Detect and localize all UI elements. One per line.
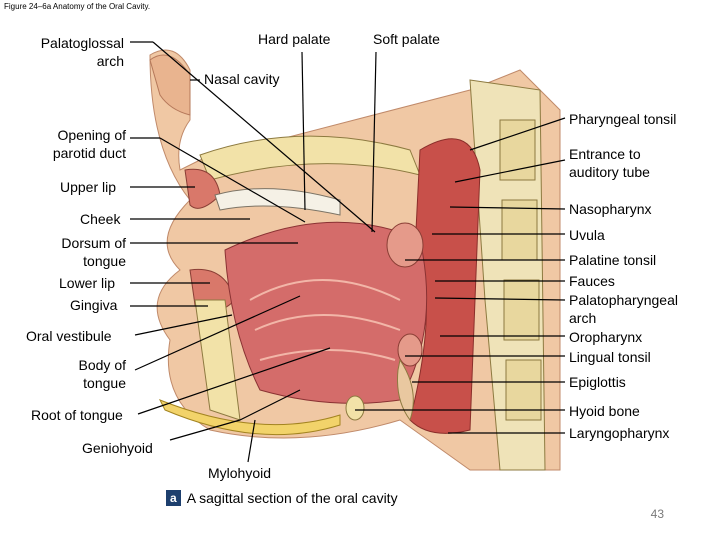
leader-soft-palate bbox=[371, 51, 377, 233]
label-gingiva: Gingiva bbox=[70, 297, 118, 313]
label-hard-palate: Hard palate bbox=[258, 31, 331, 47]
label-nasopharynx: Nasopharynx bbox=[569, 201, 652, 217]
label-body-of-tongue: Body of tongue bbox=[78, 357, 126, 391]
label-root-of-tongue: Root of tongue bbox=[31, 407, 123, 423]
label-palatopharyngeal-arch: Palatopharyngeal arch bbox=[569, 292, 678, 326]
palatine-tonsil-shape bbox=[386, 222, 424, 268]
label-uvula: Uvula bbox=[569, 227, 605, 243]
label-laryngopharynx: Laryngopharynx bbox=[569, 425, 670, 441]
page-number: 43 bbox=[650, 507, 664, 521]
upper-teeth bbox=[214, 188, 341, 216]
label-cheek: Cheek bbox=[80, 211, 121, 227]
label-hyoid-bone: Hyoid bone bbox=[569, 403, 640, 419]
label-dorsum-of-tongue: Dorsum of tongue bbox=[61, 235, 126, 269]
vertebra-1 bbox=[499, 119, 536, 181]
label-entrance-auditory-tube: Entrance to auditory tube bbox=[569, 146, 650, 180]
leader-pharyngeal-tonsil bbox=[469, 117, 566, 151]
vertebra-3 bbox=[503, 279, 540, 341]
tongue-muscle-fibers bbox=[249, 279, 401, 361]
leader-mylohyoid bbox=[247, 419, 256, 463]
label-epiglottis: Epiglottis bbox=[569, 374, 626, 390]
leader-palatopharyngeal bbox=[434, 297, 566, 301]
label-mylohyoid: Mylohyoid bbox=[208, 465, 272, 481]
panel-caption: a A sagittal section of the oral cavity bbox=[166, 490, 398, 506]
leader-nasopharynx bbox=[449, 206, 566, 210]
label-pharyngeal-tonsil: Pharyngeal tonsil bbox=[569, 111, 677, 127]
leader-geniohyoid bbox=[169, 419, 241, 441]
leader-oral-vestibule bbox=[134, 314, 233, 336]
label-oral-vestibule: Oral vestibule bbox=[26, 328, 112, 344]
leader-body-tongue bbox=[134, 295, 301, 371]
hyoid-bone-shape bbox=[345, 395, 365, 421]
vertebra-4 bbox=[505, 359, 542, 421]
label-oropharynx: Oropharynx bbox=[569, 329, 643, 345]
panel-letter-badge: a bbox=[166, 490, 181, 506]
label-upper-lip: Upper lip bbox=[60, 179, 117, 195]
label-lower-lip: Lower lip bbox=[59, 275, 116, 291]
label-nasal-cavity: Nasal cavity bbox=[204, 71, 280, 87]
label-fauces: Fauces bbox=[569, 273, 615, 289]
label-geniohyoid: Geniohyoid bbox=[82, 440, 153, 456]
leader-hard-palate bbox=[301, 51, 306, 211]
leader-parotid-2 bbox=[159, 137, 306, 223]
panel-caption-text: A sagittal section of the oral cavity bbox=[186, 490, 398, 506]
leader-root-tongue bbox=[137, 347, 331, 415]
floor-of-mouth bbox=[158, 399, 341, 436]
label-soft-palate: Soft palate bbox=[373, 31, 440, 47]
label-palatine-tonsil: Palatine tonsil bbox=[569, 252, 657, 268]
leader-lines bbox=[130, 41, 566, 463]
epiglottis-shape bbox=[397, 358, 414, 422]
figure-caption: Figure 24–6a Anatomy of the Oral Cavity. bbox=[4, 2, 151, 11]
leader-palatoglossal-2 bbox=[152, 41, 376, 233]
leader-geniohyoid-2 bbox=[239, 389, 301, 421]
label-opening-parotid-duct: Opening of parotid duct bbox=[52, 127, 126, 161]
lingual-tonsil-shape bbox=[397, 333, 423, 367]
nasal-passage bbox=[149, 54, 191, 116]
label-lingual-tonsil: Lingual tonsil bbox=[569, 349, 651, 365]
label-palatoglossal-arch: Palatoglossal arch bbox=[40, 35, 124, 69]
leader-auditory-tube bbox=[454, 159, 566, 183]
